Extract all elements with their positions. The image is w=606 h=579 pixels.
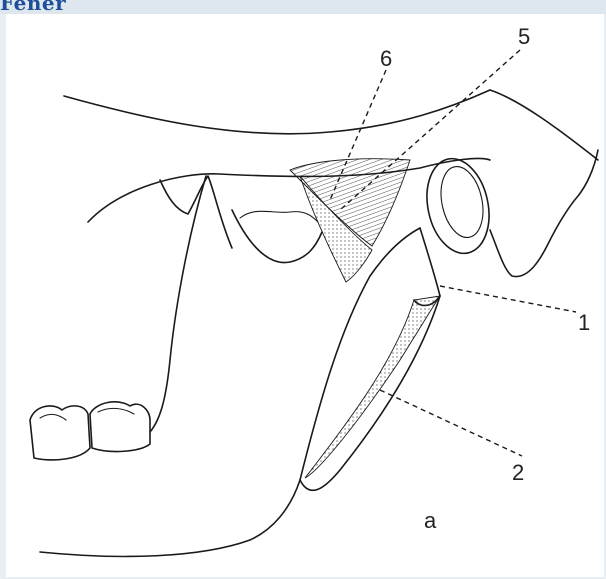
mastoid-contour [490,150,598,277]
callout-2-label: 2 [512,460,524,485]
leader-line-2 [380,390,522,456]
anatomy-illustration: 5 6 1 2 a [6,14,604,577]
leader-line-1 [440,286,576,312]
mandibular-notch [232,210,322,263]
callout-1-label: 1 [578,310,590,335]
mandible-lower-border [40,480,300,556]
zygomatic-arch-upper [64,90,490,134]
condyle-inner-ring [435,163,489,242]
molar-tooth-left [30,406,90,460]
anatomy-svg: 5 6 1 2 a [6,14,604,577]
condylar-neck [414,228,440,306]
header-text: Fener [0,0,66,14]
notch-inner-curve [240,211,318,222]
mandibular-condyle [419,153,498,259]
ramus-anterior-border [150,176,206,432]
molar-right-cusp-line [98,408,134,414]
molar-left-cusp-line [40,414,66,420]
header-strip: Fener [0,0,606,14]
callout-5-label: 5 [518,24,530,49]
posterior-skull-line [490,90,598,160]
panel-label: a [424,508,437,533]
callout-6-label: 6 [380,46,392,71]
